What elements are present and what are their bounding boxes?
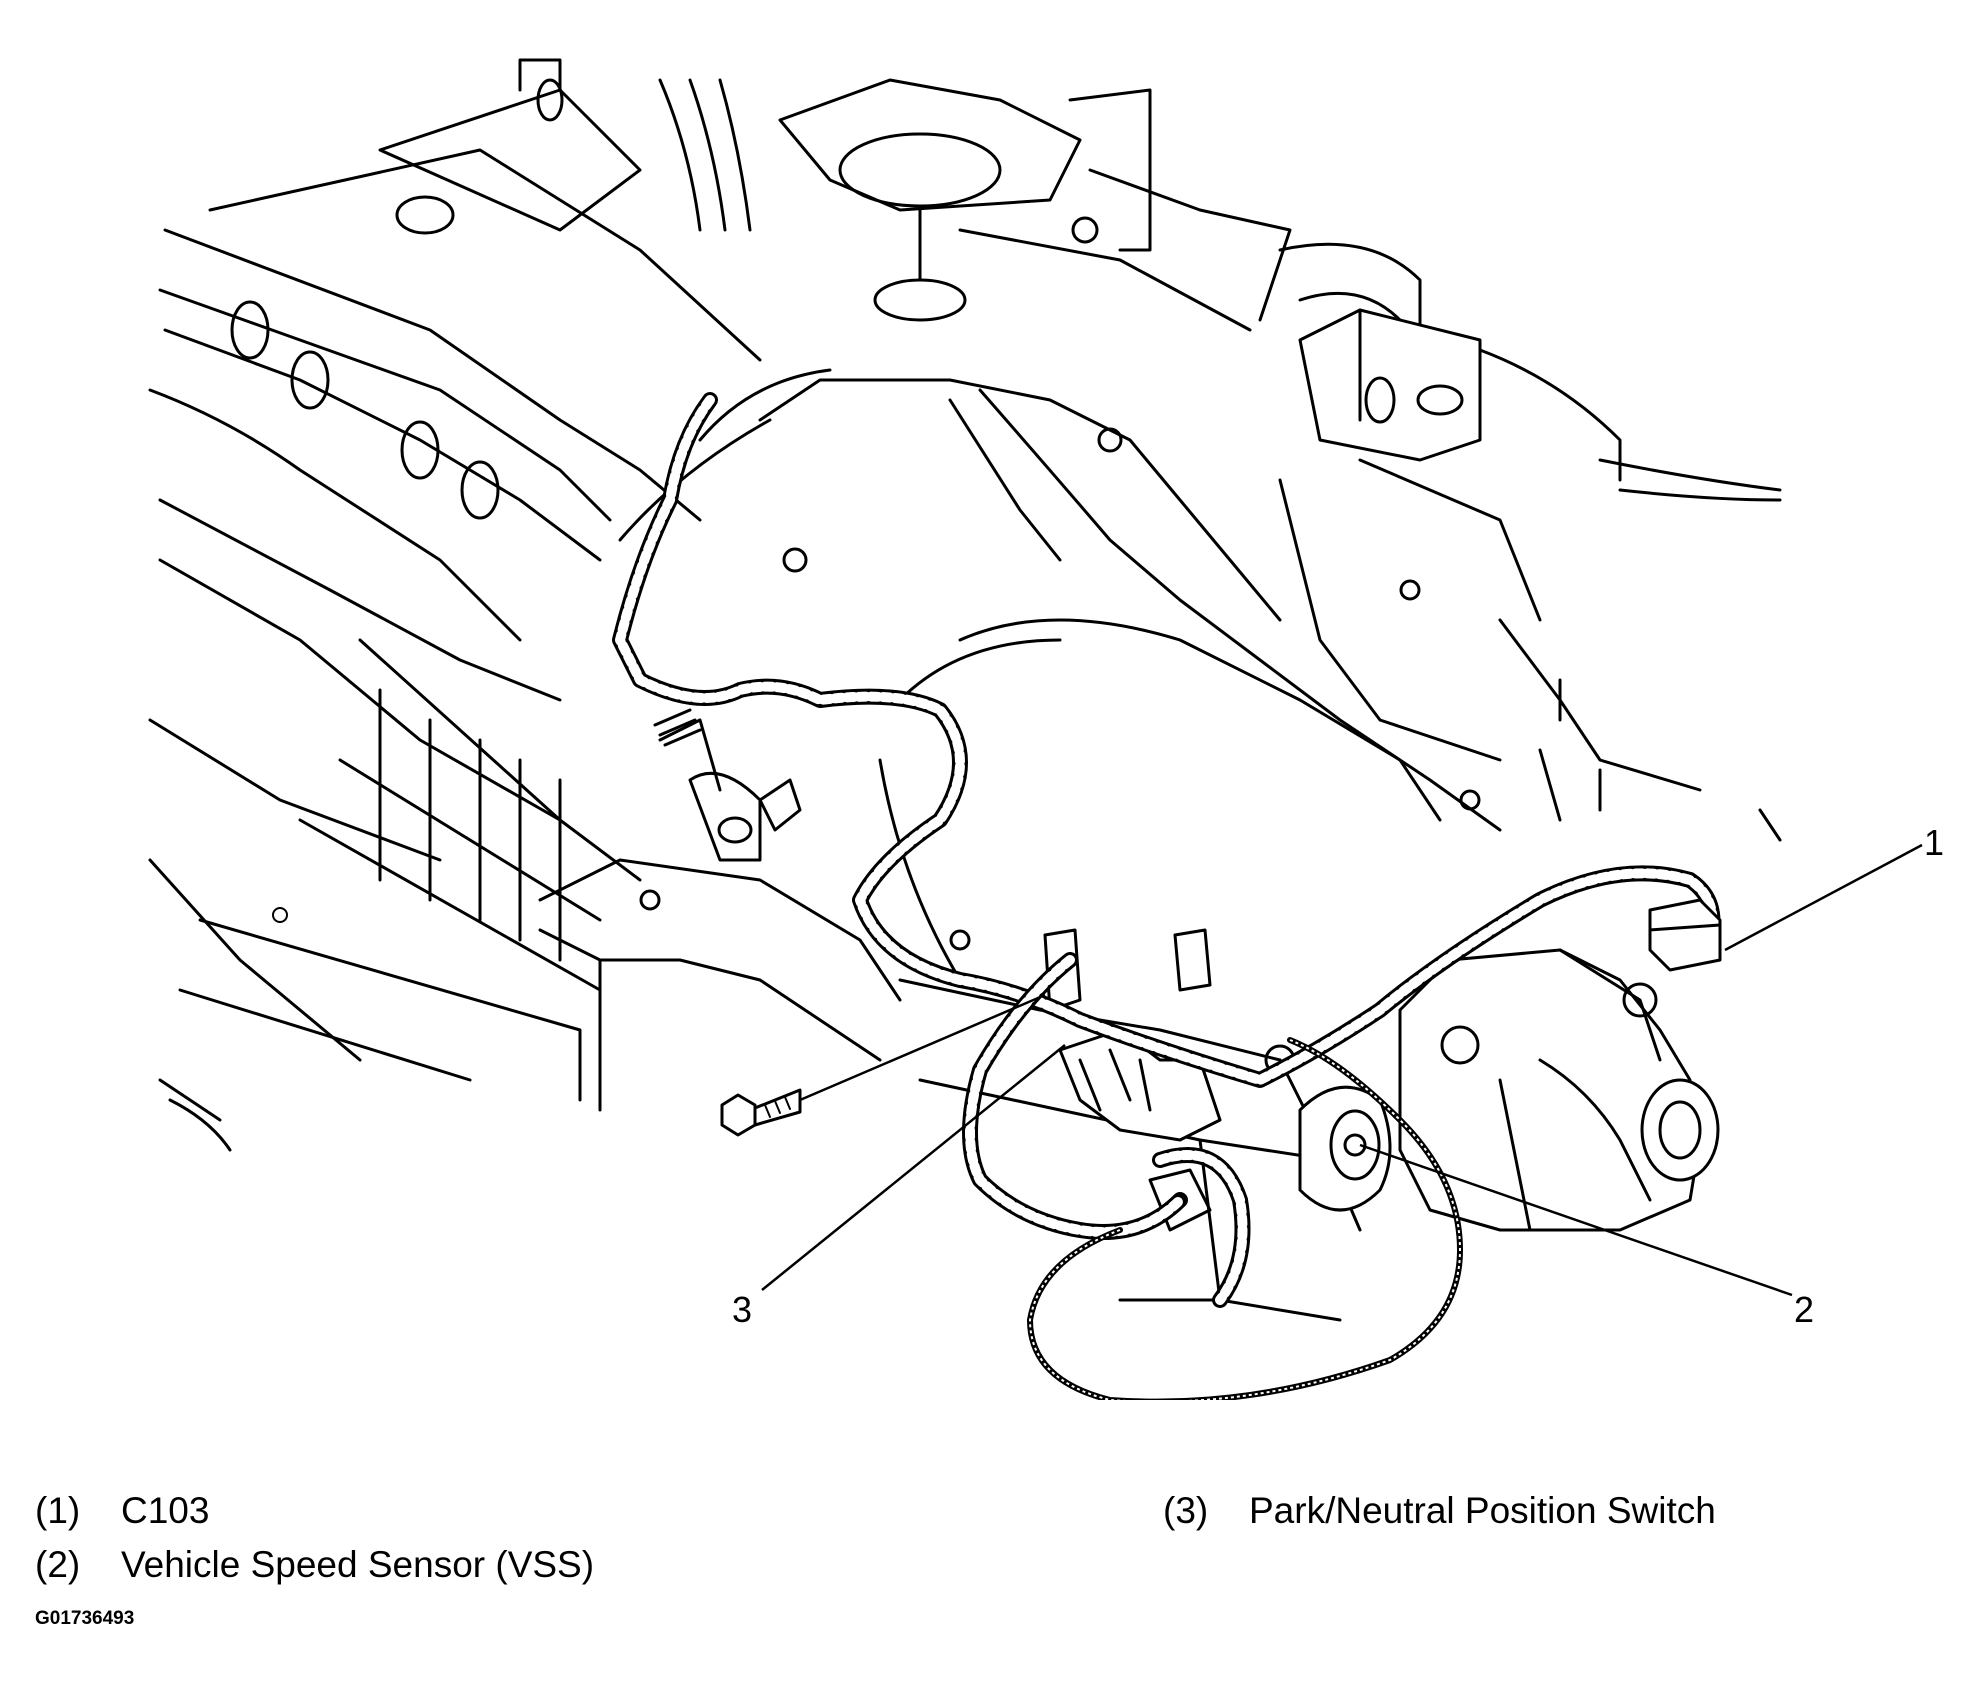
legend-text: C103 <box>121 1490 210 1531</box>
park-neutral-switch <box>1043 928 1222 1232</box>
legend-number: (1) <box>35 1490 81 1531</box>
callout-1-leader <box>1724 843 1923 952</box>
legend-text: Park/Neutral Position Switch <box>1249 1490 1716 1531</box>
engine-block <box>148 148 762 1152</box>
legend-text: Vehicle Speed Sensor (VSS) <box>121 1544 595 1585</box>
legend-item-1: (1) C103 <box>35 1492 209 1529</box>
engine-transmission-illustration <box>148 58 1923 1400</box>
figure-id: G01736493 <box>35 1608 135 1629</box>
legend-number: (3) <box>1163 1490 1209 1531</box>
upper-accessories <box>378 58 1422 342</box>
mounting-bolt <box>720 1088 802 1137</box>
frame-and-mount <box>1278 308 1782 842</box>
callout-2-leader <box>1359 1143 1793 1297</box>
callout-label-1: 1 <box>1924 822 1945 863</box>
wiring-harness <box>612 392 1721 1400</box>
bolt-leader <box>799 993 1046 1102</box>
callout-label-3: 3 <box>732 1289 753 1330</box>
legend-item-2: (2) Vehicle Speed Sensor (VSS) <box>35 1546 594 1583</box>
legend-number: (2) <box>35 1544 81 1585</box>
legend-item-3: (3) Park/Neutral Position Switch <box>1163 1492 1716 1529</box>
c103-connector <box>1558 678 1722 972</box>
extension-housing <box>1298 948 1720 1232</box>
callout-3-leader <box>761 1044 1066 1291</box>
callout-label-2: 2 <box>1794 1289 1815 1330</box>
